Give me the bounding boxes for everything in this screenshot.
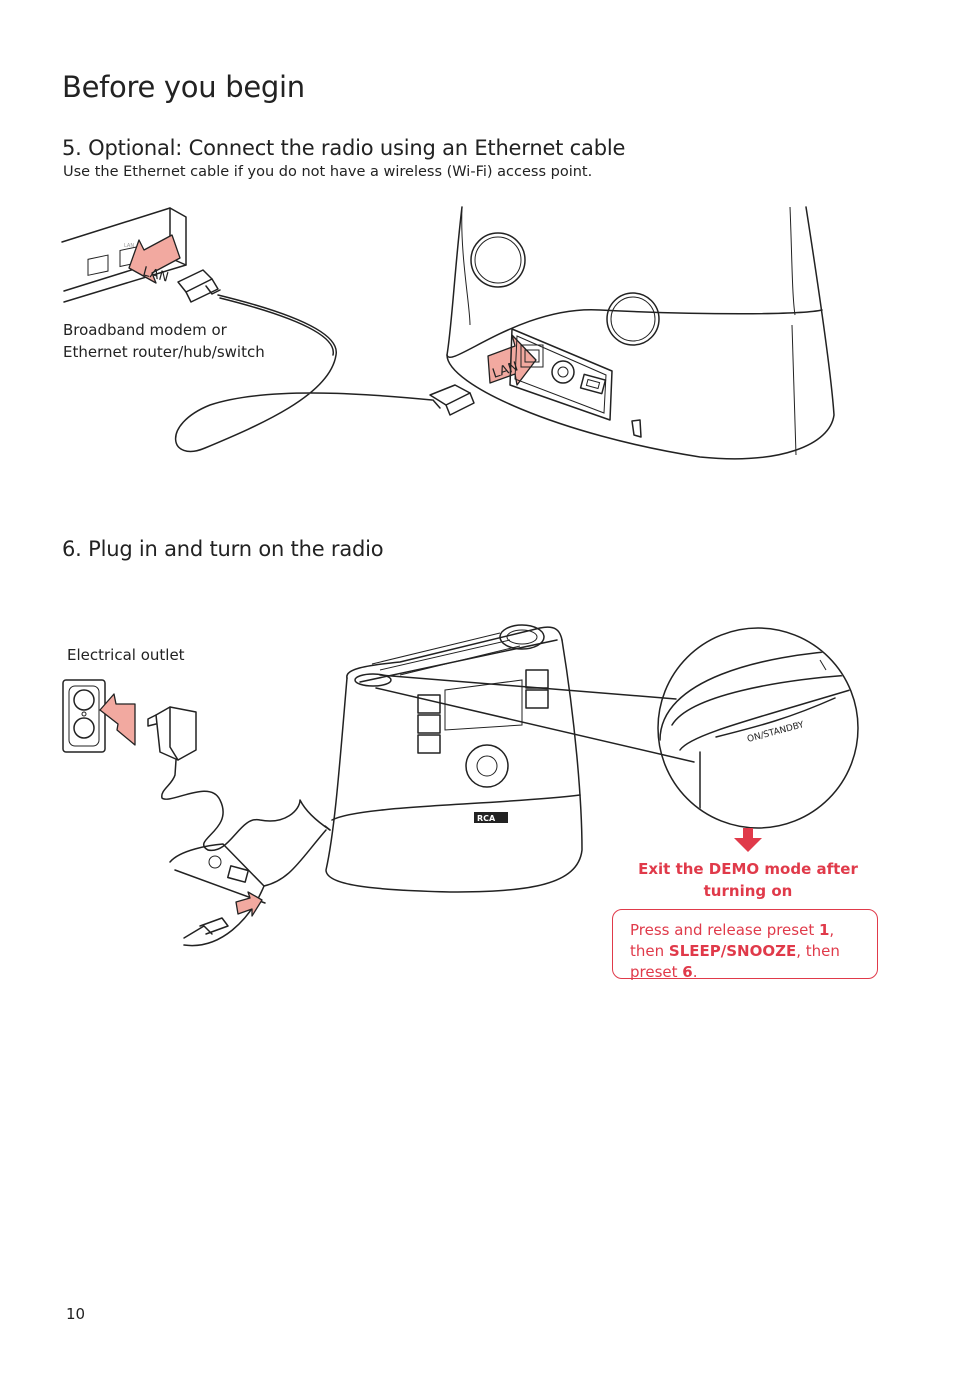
outlet-label: Electrical outlet bbox=[67, 646, 185, 664]
zoom-circle-button: ON/STANDBY bbox=[657, 627, 859, 829]
page-number: 10 bbox=[66, 1305, 86, 1323]
lan-label-router: LAN bbox=[141, 264, 170, 285]
brand-logo: RCA bbox=[477, 814, 496, 823]
ethernet-cable bbox=[174, 294, 433, 453]
rca-logo bbox=[474, 812, 508, 823]
on-standby-label: ON/STANDBY bbox=[746, 720, 805, 745]
usb-port-icon bbox=[579, 373, 607, 395]
demo-preset-1: 1 bbox=[818, 921, 830, 939]
ethernet-plug-radio bbox=[429, 384, 475, 416]
zoom-circle-power-jack bbox=[169, 829, 327, 947]
svg-text:LAN: LAN bbox=[124, 243, 134, 249]
lan-arrow-icon: LAN bbox=[128, 234, 181, 286]
section-5-heading: 5. Optional: Connect the radio using an … bbox=[62, 136, 626, 160]
demo-instruction-box: Press and release preset 1, then SLEEP/S… bbox=[612, 909, 878, 981]
section-5-description: Use the Ethernet cable if you do not hav… bbox=[63, 164, 593, 180]
radio-back-view bbox=[446, 206, 835, 460]
plug-arrow-icon bbox=[99, 693, 136, 746]
down-arrow-icon bbox=[734, 828, 762, 852]
ethernet-port-icon bbox=[520, 344, 544, 368]
router-label-line2: Ethernet router/hub/switch bbox=[63, 343, 265, 361]
router-label-line1: Broadband modem or bbox=[63, 321, 227, 339]
section-6-heading: 6. Plug in and turn on the radio bbox=[62, 537, 384, 561]
ethernet-illustration: LAN LAN LAN bbox=[61, 206, 835, 460]
radio-front-view: RCA bbox=[325, 624, 583, 893]
demo-preset-6: 6 bbox=[682, 963, 693, 981]
demo-text: . bbox=[692, 963, 698, 981]
ethernet-plug-router bbox=[177, 269, 221, 303]
electrical-outlet-icon bbox=[62, 679, 106, 753]
demo-text: , then bbox=[630, 921, 835, 960]
demo-text: , then preset bbox=[630, 942, 840, 981]
demo-sleep-snooze: SLEEP/SNOOZE bbox=[668, 942, 797, 960]
demo-text: Press and release preset bbox=[630, 921, 819, 939]
power-adapter bbox=[147, 706, 331, 851]
demo-heading: Exit the DEMO mode after turning on bbox=[638, 860, 858, 900]
page-title: Before you begin bbox=[62, 70, 305, 104]
plug-arrow-icon bbox=[235, 891, 263, 917]
power-illustration: RCA ON/STANDBY bbox=[62, 624, 859, 947]
